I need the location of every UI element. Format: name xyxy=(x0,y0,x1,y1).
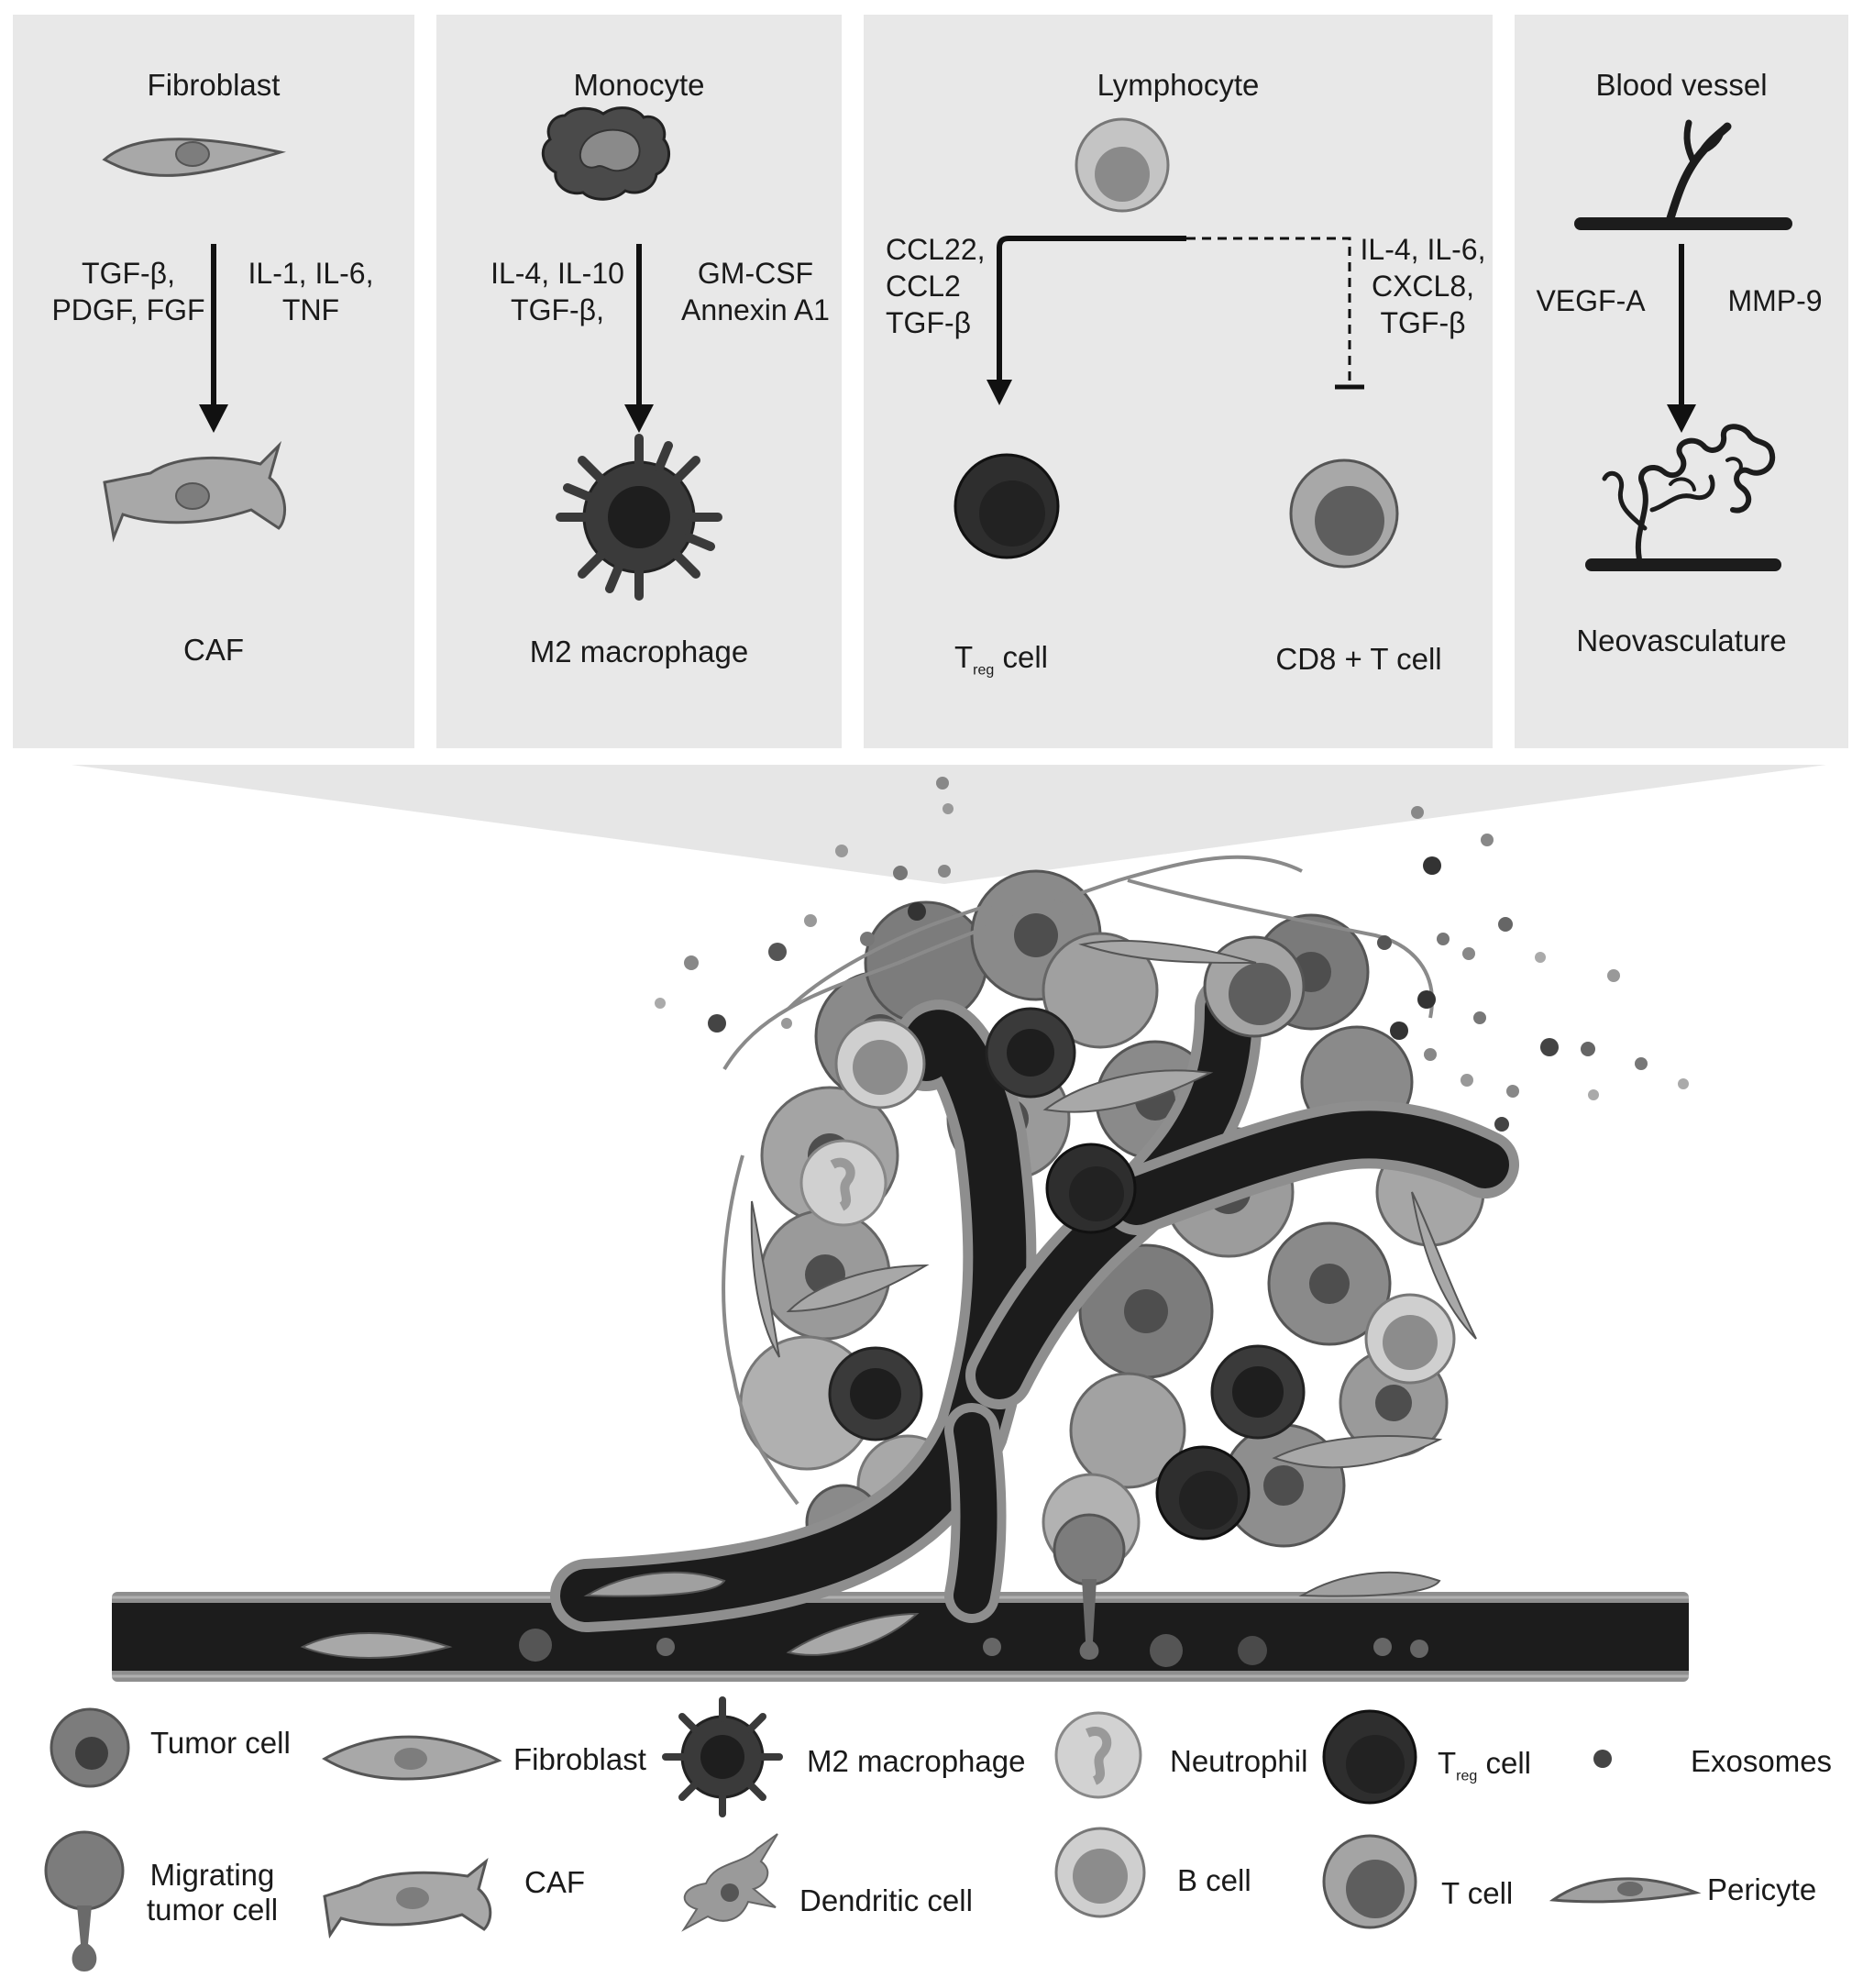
blood-vessel-icon xyxy=(1574,119,1792,230)
lymphocyte-panel: Lymphocyte CCL22, CCL2 TGF-β IL-4, IL-6,… xyxy=(864,15,1493,748)
zoom-projection xyxy=(72,765,1826,884)
legend-pericyte: Pericyte xyxy=(1707,1872,1817,1906)
treg-result: Treg cell xyxy=(954,640,1048,679)
neutrophil-legend-icon xyxy=(1054,1711,1142,1799)
fibroblast-result: CAF xyxy=(183,633,244,667)
cd8-result: CD8 + T cell xyxy=(1275,642,1442,676)
treg-cell-legend-icon xyxy=(1322,1709,1417,1805)
fibroblast-panel: Fibroblast TGF-β, PDGF, FGF IL-1, IL-6, … xyxy=(13,15,414,748)
cd8-t-cell-icon xyxy=(1289,458,1399,569)
down-arrow-icon xyxy=(199,244,228,433)
pericyte-on-vessel xyxy=(583,1571,1441,1597)
legend-treg-cell: Treg cell xyxy=(1438,1746,1531,1784)
b-cell-in-tumor xyxy=(834,1018,926,1110)
fibroblast-cell-icon xyxy=(102,138,286,177)
neutrophil-in-tumor xyxy=(799,1139,887,1227)
legend-fibroblast: Fibroblast xyxy=(513,1742,646,1776)
fibroblast-in-tumor xyxy=(750,940,1477,1469)
legend-migrating-tumor-cell: Migrating tumor cell xyxy=(147,1858,279,1927)
legend-t-cell: T cell xyxy=(1441,1876,1514,1910)
monocyte-result: M2 macrophage xyxy=(529,635,749,668)
treg-cell-icon xyxy=(954,453,1060,559)
panel-title: Fibroblast xyxy=(147,68,281,102)
blood-vessel-result: Neovasculature xyxy=(1576,624,1787,657)
fibroblast-diagram xyxy=(102,138,287,543)
neovasculature-icon xyxy=(1585,424,1781,571)
exosome-cluster xyxy=(655,777,1689,1132)
circulating-cells xyxy=(300,1612,1428,1667)
extracellular-fibers xyxy=(722,855,1434,1506)
legend-tumor-cell: Tumor cell xyxy=(150,1726,291,1760)
monocyte-diagram xyxy=(541,106,722,601)
fibroblast-left-factors: TGF-β, PDGF, FGF xyxy=(51,257,205,326)
m2-macrophage-icon xyxy=(556,434,722,601)
tumor-microenvironment-illustration xyxy=(72,765,1826,1682)
down-arrow-icon xyxy=(1667,244,1696,433)
m2-macrophage-legend-icon xyxy=(662,1696,783,1817)
b-cell-in-tumor-2 xyxy=(1364,1293,1456,1385)
b-cell-legend-icon xyxy=(1054,1827,1146,1918)
treg-cell-in-tumor-2 xyxy=(1155,1445,1251,1541)
legend-neutrophil: Neutrophil xyxy=(1170,1744,1308,1778)
pericyte-legend-icon xyxy=(1549,1877,1702,1904)
m2-macrophage-in-tumor-3 xyxy=(985,1007,1076,1099)
m2-macrophage-in-tumor xyxy=(828,1346,923,1441)
legend-exosomes: Exosomes xyxy=(1691,1744,1833,1778)
monocyte-cell-icon xyxy=(541,106,671,201)
blood-vessel-left-factors: VEGF-A xyxy=(1536,284,1646,317)
migrating-tumor-cell-legend-icon xyxy=(44,1830,125,1971)
legend-b-cell: B cell xyxy=(1177,1863,1251,1897)
down-arrow-icon xyxy=(624,244,654,433)
activation-arrow-icon xyxy=(987,236,1186,405)
legend-m2-macrophage: M2 macrophage xyxy=(807,1744,1026,1778)
panel-title: Lymphocyte xyxy=(1097,68,1260,102)
fibroblast-legend-icon xyxy=(322,1735,502,1781)
monocyte-panel: Monocyte IL-4, IL-10 TGF-β, GM-CSF Annex… xyxy=(436,15,842,748)
lymphocyte-right-factors: IL-4, IL-6, CXCL8, TGF-β xyxy=(1360,233,1486,339)
migrating-tumor-cell xyxy=(1053,1513,1126,1660)
dendritic-cell-legend-icon xyxy=(681,1833,778,1932)
monocyte-right-factors: GM-CSF Annexin A1 xyxy=(681,257,830,326)
treg-cell-in-tumor xyxy=(1045,1143,1137,1234)
exosome-legend-icon xyxy=(1593,1750,1612,1768)
lymphocyte-cell-icon xyxy=(1075,117,1170,213)
caf-cell-icon xyxy=(103,440,287,543)
blood-vessel-diagram xyxy=(1574,119,1792,571)
m2-macrophage-in-tumor-2 xyxy=(1210,1344,1306,1440)
tumor-cell-legend-icon xyxy=(50,1707,130,1788)
panel-title: Monocyte xyxy=(573,68,705,102)
caf-legend-icon xyxy=(323,1857,492,1939)
lymphocyte-diagram xyxy=(954,117,1399,569)
inhibition-line-icon xyxy=(1186,237,1364,390)
panel-title: Blood vessel xyxy=(1595,68,1768,102)
monocyte-left-factors: IL-4, IL-10 TGF-β, xyxy=(491,257,624,326)
fibroblast-right-factors: IL-1, IL-6, TNF xyxy=(248,257,374,326)
blood-vessel-panel: Blood vessel VEGF-A MMP-9 Neovasculature xyxy=(1515,15,1848,748)
t-cell-legend-icon xyxy=(1322,1834,1417,1929)
legend-dendritic-cell: Dendritic cell xyxy=(799,1883,973,1917)
blood-vessel-right-factors: MMP-9 xyxy=(1727,284,1823,317)
main-blood-vessel xyxy=(112,1592,1689,1682)
lymphocyte-left-factors: CCL22, CCL2 TGF-β xyxy=(886,233,986,339)
legend-caf: CAF xyxy=(524,1865,585,1899)
